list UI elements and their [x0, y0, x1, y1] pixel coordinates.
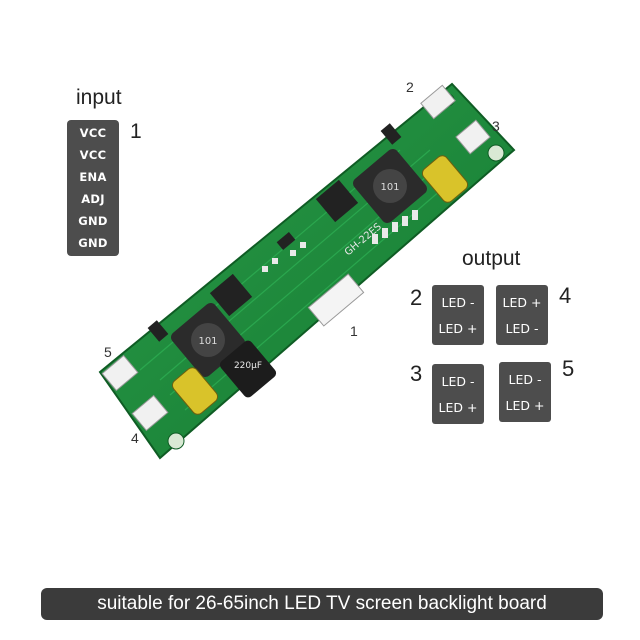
- caption-banner: suitable for 26-65inch LED TV screen bac…: [41, 588, 603, 620]
- smd-resistors: [262, 210, 418, 272]
- input-title: input: [76, 86, 122, 109]
- output-pin-label: LED +: [438, 320, 478, 336]
- connector-5: [101, 354, 139, 392]
- output-pin-label: LED -: [441, 373, 475, 389]
- input-pin-label: ENA: [79, 170, 107, 184]
- input-pin-panel: VCC VCC ENA ADJ GND GND: [67, 120, 119, 256]
- output-number-2: 2: [410, 285, 423, 310]
- board-label-3: 3: [492, 118, 500, 134]
- output-connector-5: LED - LED +: [499, 362, 551, 422]
- input-pin-label: GND: [78, 236, 108, 250]
- capacitor-yellow: [171, 367, 219, 415]
- board-label-5: 5: [104, 344, 112, 360]
- output-pin-label: LED -: [508, 371, 542, 387]
- svg-text:220µF: 220µF: [234, 361, 262, 371]
- input-pin-label: ADJ: [81, 192, 105, 206]
- svg-text:101: 101: [380, 182, 399, 193]
- capacitor-220uf: 220µF: [219, 340, 277, 398]
- ic-components: [147, 123, 402, 342]
- inductor-upper: 101: [353, 149, 427, 223]
- output-pin-label: LED +: [502, 294, 542, 310]
- output-title: output: [462, 247, 521, 270]
- board-label-2: 2: [406, 79, 414, 95]
- output-connector-2: LED - LED +: [432, 285, 484, 345]
- output-pin-label: LED +: [438, 399, 478, 415]
- output-connector-4: LED + LED -: [496, 285, 548, 345]
- output-pin-label: LED -: [505, 320, 539, 336]
- input-pin-label: VCC: [79, 148, 107, 162]
- connector-3: [455, 119, 491, 155]
- output-number-5: 5: [562, 356, 575, 381]
- connector-2: [420, 84, 456, 120]
- svg-text:101: 101: [198, 336, 217, 347]
- input-connector-number: 1: [130, 120, 142, 143]
- caption-text: suitable for 26-65inch LED TV screen bac…: [97, 593, 547, 614]
- output-number-3: 3: [410, 361, 423, 386]
- board-label-1: 1: [350, 323, 358, 339]
- capacitor-upper: [421, 155, 469, 203]
- output-connector-3: LED - LED +: [432, 364, 484, 424]
- input-pin-label: GND: [78, 214, 108, 228]
- output-pin-label: LED +: [505, 397, 545, 413]
- connector-4: [131, 394, 169, 432]
- input-pin-label: VCC: [79, 126, 107, 140]
- output-pin-label: LED -: [441, 294, 475, 310]
- board-label-4: 4: [131, 430, 139, 446]
- connector-1: [307, 273, 365, 327]
- output-number-4: 4: [559, 283, 572, 308]
